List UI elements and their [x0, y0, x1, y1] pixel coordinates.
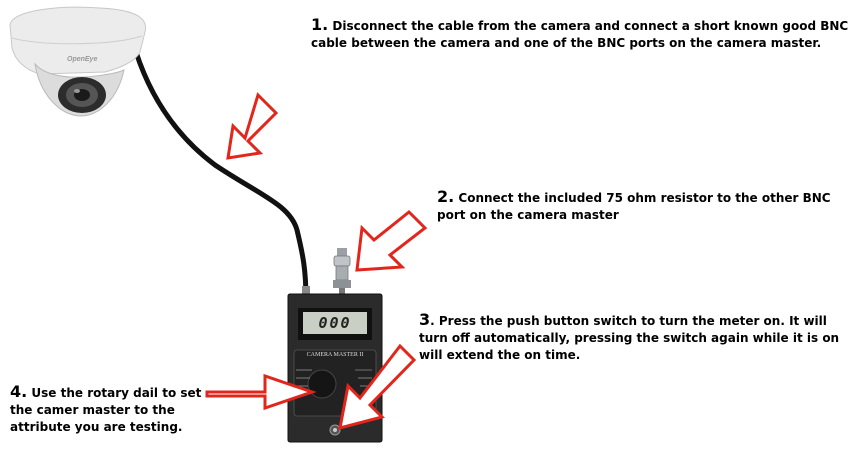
camera-brand-label: OpenEye	[67, 56, 98, 63]
step-3-number: 3	[419, 310, 431, 329]
step-1-instruction: 1. Disconnect the cable from the camera …	[311, 16, 851, 52]
step-2-instruction: 2. Connect the included 75 ohm resistor …	[437, 188, 837, 224]
step-1-number: 1.	[311, 15, 329, 34]
step-4-text: Use the rotary dail to set the camer mas…	[10, 386, 202, 434]
camera-cable	[133, 49, 309, 303]
dome-camera	[9, 6, 147, 117]
step-2-text: Connect the included 75 ohm resistor to …	[437, 191, 831, 222]
bnc-resistor	[333, 248, 351, 294]
arrow-step3	[338, 343, 417, 431]
meter-display-readout: 000	[318, 314, 352, 332]
arrow-step1	[226, 92, 279, 160]
arrow-step2	[355, 209, 428, 272]
step-1-text: Disconnect the cable from the camera and…	[311, 19, 849, 50]
step-3-instruction: 3. Press the push button switch to turn …	[419, 311, 844, 364]
step-4-number: 4.	[10, 382, 28, 401]
step-2-number: 2.	[437, 187, 455, 206]
step-4-instruction: 4. Use the rotary dail to set the camer …	[10, 383, 225, 436]
meter-title: CAMERA MASTER II	[306, 352, 364, 358]
step-3-text: . Press the push button switch to turn t…	[419, 314, 840, 362]
arrow-step4	[205, 373, 317, 411]
